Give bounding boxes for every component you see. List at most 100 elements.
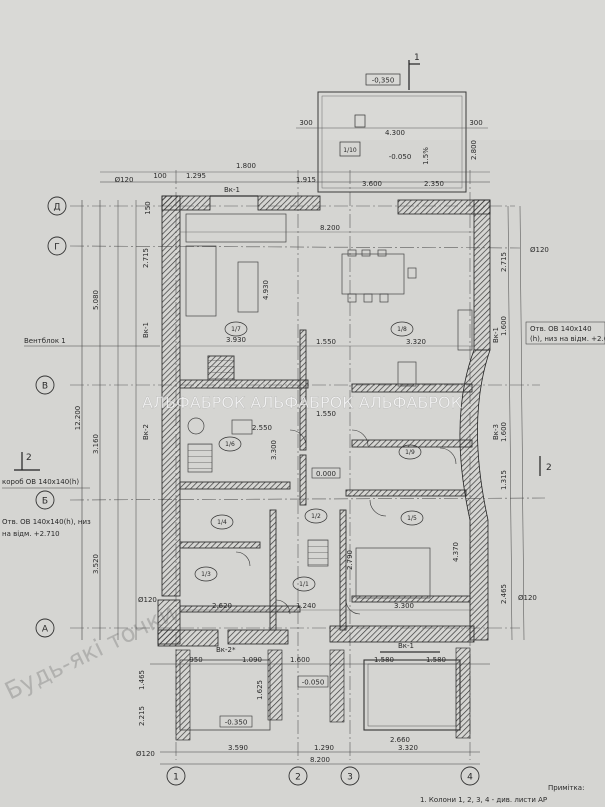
d120-bottom-left: Ø120 — [136, 750, 155, 758]
terrace-slope: 1.5% — [422, 147, 430, 165]
terrace-level: -0.050 — [389, 153, 412, 161]
top-dimensions: 1.295 1.800 1.915 3.600 2.350 Ø120 100 1… — [100, 162, 490, 215]
dim-mid-3: 1.550 — [316, 410, 336, 418]
otv-left-3: на відм. +2.710 — [2, 530, 60, 538]
furniture — [185, 213, 473, 599]
bot-dim-1: 950 — [189, 656, 202, 664]
dim-room6-w: 2.550 — [252, 424, 272, 432]
bot-dim-5: 1.580 — [426, 656, 446, 664]
note-text: 1. Колони 1, 2, 3, 4 - див. листи АР — [420, 796, 547, 804]
dim-left-c: 3.520 — [92, 554, 100, 574]
terrace-dim-right: 300 — [469, 119, 482, 127]
room-label-1-6: 1/6 — [225, 441, 235, 448]
room-label-1-3: 1/3 — [201, 571, 211, 578]
axis-label-a: А — [42, 625, 49, 635]
top-level-mark: -0,350 — [372, 77, 395, 85]
dim-room5-w: 4.370 — [452, 542, 460, 562]
vk-right: Вк-1 — [492, 327, 500, 343]
vk2-bottom: Вк-2* — [216, 646, 236, 654]
top-dim-1: 1.295 — [186, 172, 206, 180]
door-swings — [235, 429, 457, 615]
axis-label-b: Б — [42, 497, 48, 507]
vk3-right: Вк-3 — [492, 424, 500, 440]
otv-left-2: Отв. ОВ 140х140(h), низ — [2, 518, 91, 526]
top-dim-2: 1.800 — [236, 162, 256, 170]
bot-part-1: 3.590 — [228, 744, 248, 752]
axis-letters: Д Г В Б А — [35, 196, 67, 638]
axis-label-1: 1 — [173, 773, 179, 783]
top-d120: Ø120 — [115, 176, 134, 184]
vk2-left: Вк-2 — [142, 424, 150, 440]
bot-part-3: 3.320 — [398, 744, 418, 752]
otv-right-1: Отв. ОВ 140х140 — [530, 325, 592, 333]
section-marker-left: 2 — [26, 453, 32, 463]
porch: -0.050 -0.350 2.660 2.215 1.465 1.625 — [138, 647, 471, 744]
dim-living-h: 4.930 — [262, 280, 270, 300]
dim-left-a: 5.080 — [92, 290, 100, 310]
interior-dimensions: 8.200 3.930 4.930 1.550 3.320 1.550 2.55… — [180, 224, 474, 611]
axis-label-v: В — [42, 382, 48, 392]
outer-walls — [157, 195, 491, 647]
note-title: Примітка: — [548, 784, 584, 792]
dim-bottom-left: 2.620 — [212, 602, 232, 610]
dim-room6-h: 3.300 — [270, 440, 278, 460]
ventblock-label: Вентблок 1 — [24, 337, 66, 345]
vk-bottom: Вк-1 — [398, 642, 414, 650]
otv-right-2: (h), низ на відм. +2.6 — [530, 335, 605, 343]
dim-mid-1: 1.550 — [316, 338, 336, 346]
otv-left-1: короб ОВ 140х140(h) — [2, 478, 79, 486]
dim-inner-top: 8.200 — [320, 224, 340, 232]
section-marker-right: 2 — [546, 463, 552, 473]
d120-left: Ø120 — [138, 596, 157, 604]
d120-right: Ø120 — [530, 246, 549, 254]
axis-label-g: Г — [54, 243, 60, 253]
room-label-1-8: 1/8 — [397, 326, 407, 333]
dim-room5-h: 2.790 — [346, 550, 354, 570]
left-dimensions: 12.200 5.080 3.160 3.520 2.715 — [74, 200, 150, 640]
dim-left-total: 12.200 — [74, 406, 82, 431]
room-label-1-1: 1/1 — [299, 581, 309, 588]
room-labels: 1/7 1/8 1/6 1/9 1/4 1/2 1/5 1/3 1/1 — [194, 321, 424, 592]
porch-width: 2.660 — [390, 736, 410, 744]
dim-right-d: 1.315 — [500, 470, 508, 490]
top-dim-5: 2.350 — [424, 180, 444, 188]
room-label-1-9: 1/9 — [405, 449, 415, 456]
porch-bottom-level: -0.350 — [225, 719, 248, 727]
dim-right-a: 2.715 — [500, 252, 508, 272]
annotations: Вентблок 1 Вк-1 Вк-2 Отв. ОВ 140х140 (h)… — [2, 321, 605, 804]
axis-label-d: Д — [53, 203, 60, 213]
room-label-1-7: 1/7 — [231, 326, 241, 333]
dim-right-e: 2.465 — [500, 584, 508, 604]
section-marker-top: 1 — [414, 53, 420, 63]
axis-label-4: 4 — [467, 773, 473, 783]
bottom-dimensions: 950 1.090 1.600 1.580 1.580 3.590 1.290 … — [136, 596, 490, 765]
watermark-text: АЛЬФАБРОК АЛЬФАБРОК АЛЬФАБРОК — [142, 393, 463, 412]
vk-left: Вк-1 — [142, 322, 150, 338]
top-small-100: 100 — [153, 172, 166, 180]
porch-height-3: 1.625 — [256, 680, 264, 700]
level-zero: 0.000 — [316, 470, 336, 478]
terrace-height: 2.800 — [470, 140, 478, 160]
dim-right-c: 1.600 — [500, 422, 508, 442]
axis-numbers: 1 2 3 4 — [166, 766, 480, 786]
axis-label-3: 3 — [347, 773, 353, 783]
room-label-1-2: 1/2 — [311, 513, 321, 520]
bot-total: 8.200 — [310, 756, 330, 764]
bot-dim-3: 1.600 — [290, 656, 310, 664]
interior-walls — [179, 329, 473, 631]
bot-part-2: 1.290 — [314, 744, 334, 752]
dim-right-b: 1.600 — [500, 316, 508, 336]
terrace: 1/10 -0.050 1.5% 2.800 300 4.300 300 -0,… — [296, 53, 488, 193]
bot-dim-2: 1.090 — [242, 656, 262, 664]
porch-height-2: 1.465 — [138, 670, 146, 690]
bot-dim-4: 1.580 — [374, 656, 394, 664]
terrace-dim-left: 300 — [299, 119, 312, 127]
room-label-1-4: 1/4 — [217, 519, 227, 526]
d120-right-bottom: Ø120 — [518, 594, 537, 602]
terrace-room-label: 1/10 — [343, 147, 357, 154]
porch-height: 2.215 — [138, 706, 146, 726]
porch-level: -0.050 — [302, 679, 325, 687]
dim-living-w: 3.930 — [226, 336, 246, 344]
dim-left-b: 3.160 — [92, 434, 100, 454]
